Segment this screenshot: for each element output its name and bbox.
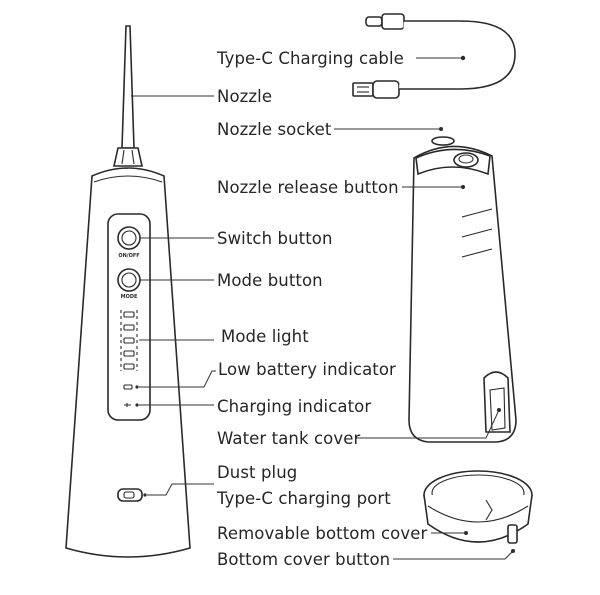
label-dust-plug: Dust plug — [217, 463, 297, 482]
mode-light — [123, 324, 135, 331]
bottom-cover-button[interactable] — [507, 524, 518, 544]
label-switch-button: Switch button — [217, 229, 333, 248]
mode-light — [123, 337, 135, 344]
onoff-mark: ON/OFF — [118, 253, 139, 259]
nozzle-socket — [431, 136, 455, 146]
tank-body — [408, 145, 517, 443]
type-c-cable — [352, 13, 516, 99]
label-charging-port: Type-C charging port — [216, 489, 391, 508]
label-bottom-button: Bottom cover button — [217, 550, 390, 569]
charging-indicator — [124, 403, 131, 407]
label-group: Type-C Charging cable Nozzle Nozzle sock… — [216, 49, 427, 569]
label-cable: Type-C Charging cable — [216, 49, 404, 68]
device-front-view: ON/OFF MODE — [65, 25, 216, 558]
water-tank-cover[interactable] — [483, 371, 511, 433]
label-charging: Charging indicator — [217, 397, 371, 416]
label-nozzle: Nozzle — [217, 87, 272, 106]
mode-light — [123, 350, 135, 357]
low-battery-indicator — [123, 384, 133, 390]
type-c-port — [123, 491, 135, 499]
switch-button[interactable] — [117, 226, 141, 250]
label-tank-cover: Water tank cover — [217, 429, 360, 448]
label-nozzle-release: Nozzle release button — [217, 178, 399, 197]
mode-light-group — [120, 310, 138, 371]
label-nozzle-socket: Nozzle socket — [217, 120, 332, 139]
label-bottom-cover: Removable bottom cover — [217, 524, 427, 543]
mode-light — [123, 311, 135, 318]
label-mode-button: Mode button — [217, 271, 323, 290]
mode-mark: MODE — [121, 294, 138, 300]
mode-button[interactable] — [117, 268, 141, 292]
device-side-view — [334, 127, 517, 443]
mode-light — [123, 363, 135, 370]
dust-plug[interactable] — [117, 488, 143, 502]
nozzle-tip — [121, 25, 135, 149]
label-mode-light: Mode light — [221, 327, 309, 346]
label-low-battery: Low battery indicator — [218, 360, 396, 379]
nozzle-base — [113, 147, 143, 167]
bottom-cover — [393, 470, 533, 560]
